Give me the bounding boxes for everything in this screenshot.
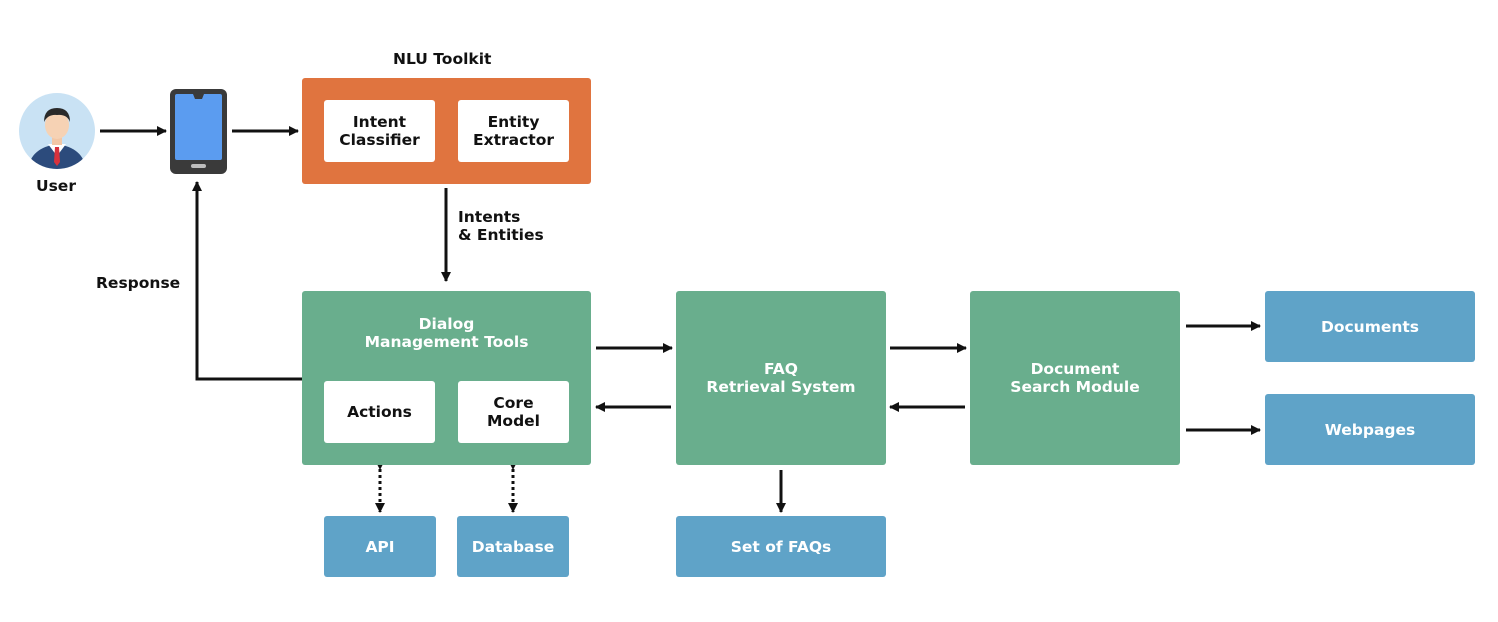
set-of-faqs-box: Set of FAQs (676, 516, 886, 577)
intent-classifier-box: Intent Classifier (324, 100, 435, 162)
dialog-management-box: Dialog Management Tools Actions Core Mod… (302, 291, 591, 465)
phone-icon (170, 89, 227, 174)
arrow-dialog-to-phone-response (192, 181, 303, 381)
user-label: User (36, 177, 76, 195)
entity-extractor-box: Entity Extractor (458, 100, 569, 162)
user-icon (19, 93, 95, 169)
database-box: Database (457, 516, 569, 577)
document-search-box: Document Search Module (970, 291, 1180, 465)
user-avatar (18, 92, 96, 170)
nlu-toolkit-title: NLU Toolkit (393, 50, 492, 68)
response-label: Response (96, 274, 181, 292)
faq-retrieval-box: FAQ Retrieval System (676, 291, 886, 465)
documents-box: Documents (1265, 291, 1475, 362)
api-box: API (324, 516, 436, 577)
phone-device (170, 89, 227, 174)
webpages-box: Webpages (1265, 394, 1475, 465)
nlu-toolkit-box: Intent Classifier Entity Extractor (302, 78, 591, 184)
actions-box: Actions (324, 381, 435, 443)
intents-entities-label: Intents & Entities (458, 208, 544, 244)
core-model-box: Core Model (458, 381, 569, 443)
dialog-management-title: Dialog Management Tools (364, 315, 529, 351)
